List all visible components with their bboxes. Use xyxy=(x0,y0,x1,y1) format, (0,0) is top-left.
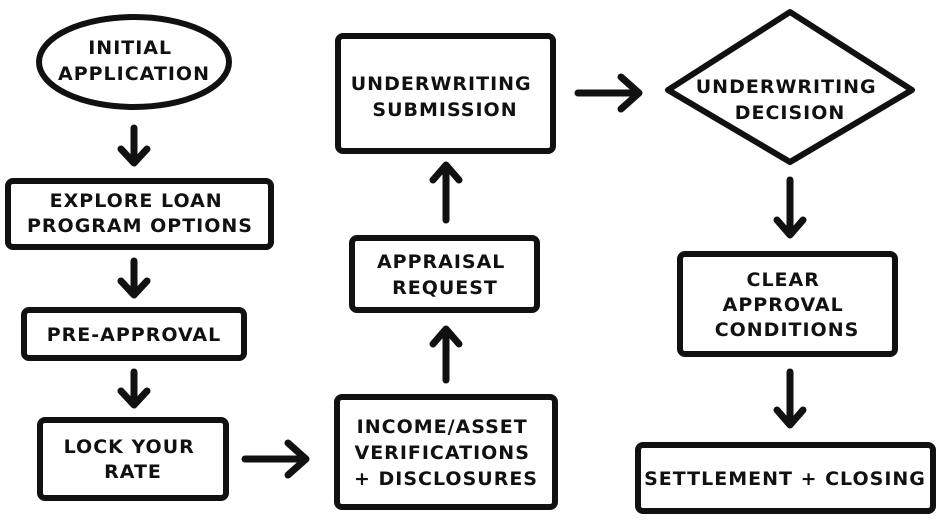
arrow-appraisal-to-submission xyxy=(429,161,463,224)
initial-application-label: INITIAL APPLICATION xyxy=(58,37,210,85)
arrow-income-to-appraisal xyxy=(429,325,463,384)
clear-approval-conditions-label: CLEAR APPROVAL CONDITIONS xyxy=(715,269,860,341)
arrow-explore-to-preapproval xyxy=(117,257,151,299)
lock-your-rate-label: LOCK YOUR RATE xyxy=(64,436,203,483)
income-asset-verifications-box xyxy=(334,394,558,510)
underwriting-decision-label: UNDERWRITING DECISION xyxy=(696,76,885,124)
node-income-asset-verifications: INCOME/ASSET VERIFICATIONS + DISCLOSURES xyxy=(334,394,558,510)
income-asset-verifications-label: INCOME/ASSET VERIFICATIONS + DISCLOSURES xyxy=(354,416,538,490)
node-clear-approval-conditions: CLEAR APPROVAL CONDITIONS xyxy=(677,251,898,357)
node-explore-loan-options: EXPLORE LOAN PROGRAM OPTIONS xyxy=(5,178,274,250)
underwriting-submission-label: UNDERWRITING SUBMISSION xyxy=(351,73,540,121)
node-initial-application: INITIAL APPLICATION xyxy=(36,14,232,110)
arrow-preapproval-to-lock xyxy=(117,368,151,409)
underwriting-submission-box xyxy=(335,33,556,154)
arrow-decision-to-clear xyxy=(773,176,807,239)
node-pre-approval: PRE-APPROVAL xyxy=(21,307,247,361)
clear-approval-conditions-box xyxy=(677,251,898,357)
node-underwriting-submission: UNDERWRITING SUBMISSION xyxy=(335,33,556,154)
pre-approval-box xyxy=(21,307,247,361)
arrow-submission-to-decision xyxy=(574,73,643,113)
arrow-lock-to-income xyxy=(241,439,310,479)
node-underwriting-decision: UNDERWRITING DECISION xyxy=(665,9,915,165)
arrow-initial-to-explore xyxy=(117,124,151,167)
pre-approval-label: PRE-APPROVAL xyxy=(47,324,221,346)
settlement-closing-box xyxy=(635,442,936,514)
explore-loan-options-box xyxy=(5,178,274,250)
node-lock-your-rate: LOCK YOUR RATE xyxy=(37,417,229,501)
node-settlement-closing: SETTLEMENT + CLOSING xyxy=(635,442,936,514)
arrow-clear-to-settlement xyxy=(773,368,807,429)
underwriting-decision-diamond xyxy=(665,9,915,165)
node-appraisal-request: APPRAISAL REQUEST xyxy=(349,235,540,313)
appraisal-request-box xyxy=(349,235,540,313)
lock-your-rate-box xyxy=(37,417,229,501)
settlement-closing-label: SETTLEMENT + CLOSING xyxy=(644,468,926,490)
initial-application-ellipse xyxy=(36,14,232,110)
explore-loan-options-label: EXPLORE LOAN PROGRAM OPTIONS xyxy=(27,190,253,237)
appraisal-request-label: APPRAISAL REQUEST xyxy=(377,251,513,299)
